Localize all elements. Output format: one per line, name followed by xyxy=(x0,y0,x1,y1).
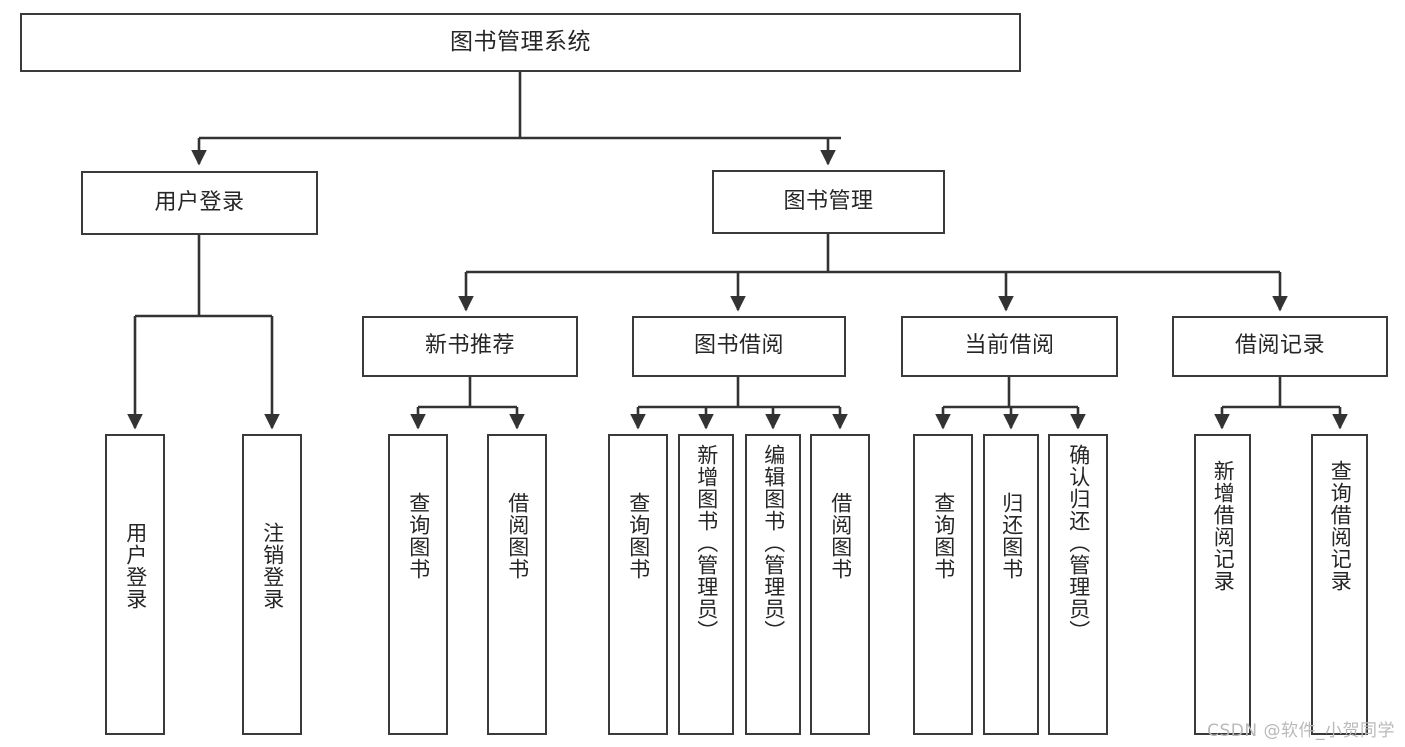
leaf-label: 借阅图书 xyxy=(828,492,853,580)
leaf-user-login-signin[interactable]: 用户登录 xyxy=(105,434,165,735)
node-book-manage[interactable]: 图书管理 xyxy=(712,170,945,234)
leaf-book-borrow-query[interactable]: 查询图书 xyxy=(608,434,668,735)
leaf-label: 查询借阅记录 xyxy=(1328,460,1353,592)
leaf-borrow-record-add[interactable]: 新增借阅记录 xyxy=(1194,434,1251,735)
node-current-borrow[interactable]: 当前借阅 xyxy=(901,316,1118,377)
leaf-label: 归还图书 xyxy=(999,492,1024,580)
leaf-current-borrow-confirm-admin[interactable]: 确认归还（管理员） xyxy=(1048,434,1108,735)
leaf-label: 注销登录 xyxy=(260,522,285,610)
leaf-label: 查询图书 xyxy=(931,492,956,580)
node-root-system[interactable]: 图书管理系统 xyxy=(20,13,1021,72)
csdn-watermark: CSDN @软件_小贺同学 xyxy=(1207,721,1395,741)
leaf-book-borrow-edit-admin[interactable]: 编辑图书（管理员） xyxy=(745,434,801,735)
leaf-book-borrow-borrow[interactable]: 借阅图书 xyxy=(810,434,870,735)
node-borrow-record[interactable]: 借阅记录 xyxy=(1172,316,1388,377)
leaf-label: 借阅图书 xyxy=(505,492,530,580)
node-book-borrow[interactable]: 图书借阅 xyxy=(632,316,846,377)
node-new-book-recommend[interactable]: 新书推荐 xyxy=(362,316,578,377)
leaf-label: 新增借阅记录 xyxy=(1211,460,1236,592)
node-user-login[interactable]: 用户登录 xyxy=(81,171,318,235)
leaf-borrow-record-query[interactable]: 查询借阅记录 xyxy=(1311,434,1368,735)
leaf-current-borrow-query[interactable]: 查询图书 xyxy=(913,434,973,735)
leaf-current-borrow-return[interactable]: 归还图书 xyxy=(983,434,1039,735)
leaf-new-book-query[interactable]: 查询图书 xyxy=(388,434,448,735)
leaf-label: 确认归还（管理员） xyxy=(1066,444,1091,642)
leaf-label: 编辑图书（管理员） xyxy=(761,444,786,642)
leaf-user-login-signout[interactable]: 注销登录 xyxy=(242,434,302,735)
leaf-label: 用户登录 xyxy=(123,522,148,610)
leaf-label: 查询图书 xyxy=(406,492,431,580)
leaf-label: 查询图书 xyxy=(626,492,651,580)
leaf-label: 新增图书（管理员） xyxy=(694,444,719,642)
leaf-new-book-borrow[interactable]: 借阅图书 xyxy=(487,434,547,735)
leaf-book-borrow-add-admin[interactable]: 新增图书（管理员） xyxy=(678,434,734,735)
